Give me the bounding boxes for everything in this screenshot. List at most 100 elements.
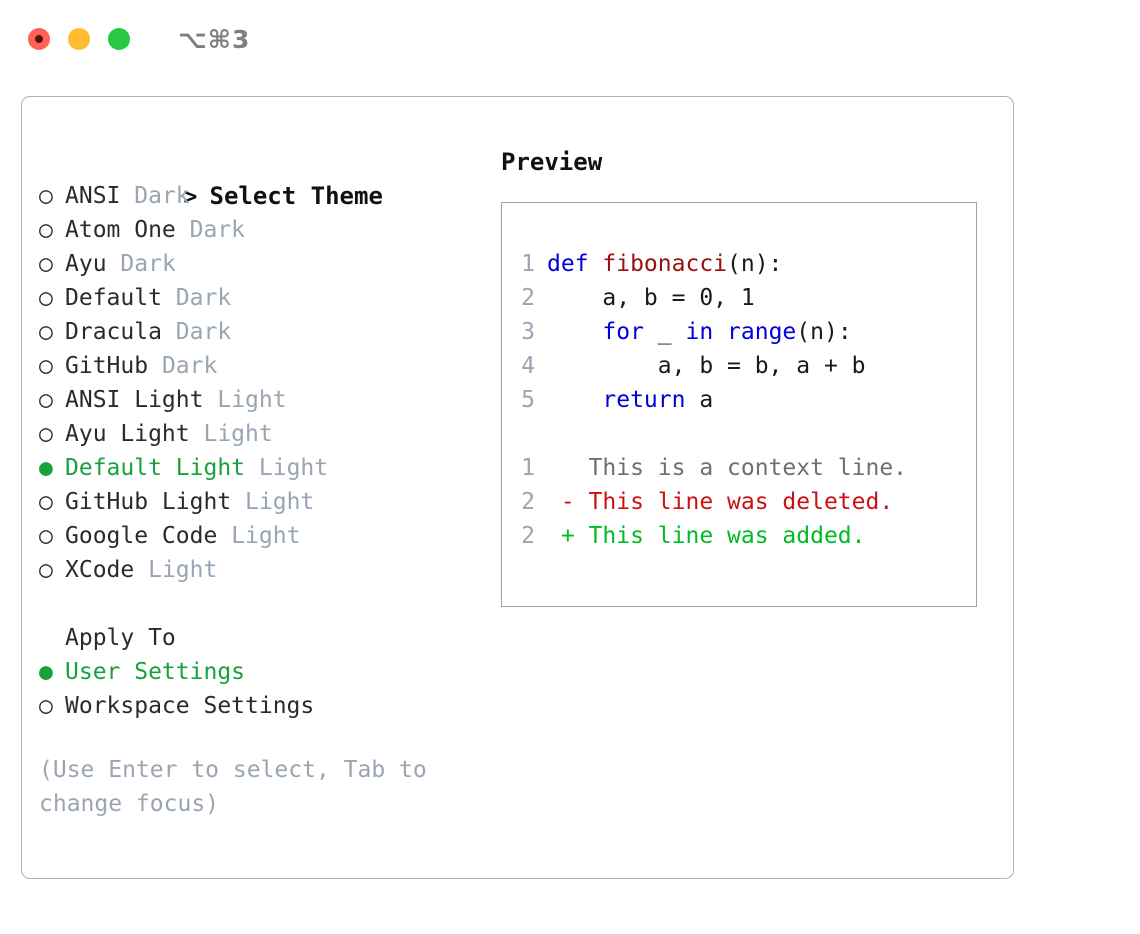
theme-option-label: ANSI [65,183,121,209]
preview-heading: Preview [501,148,603,176]
theme-option-dracula-dark[interactable]: ○ Dracula Dark [39,315,499,349]
code-token: return [602,387,686,413]
line-number: 2 [521,523,535,549]
theme-option-default-dark[interactable]: ○ Default Dark [39,281,499,315]
maximize-button[interactable] [108,28,130,50]
code-token: range [727,319,797,345]
apply-option-user-settings[interactable]: ● User Settings [39,655,499,689]
radio-unselected-icon: ○ [39,387,53,413]
apply-option-workspace-settings[interactable]: ○ Workspace Settings [39,689,499,723]
list-spacer [39,587,499,621]
theme-option-google-code-light[interactable]: ○ Google Code Light [39,519,499,553]
theme-variant-badge: Light [258,455,329,481]
radio-unselected-icon: ○ [39,217,53,243]
theme-option-ansi-light[interactable]: ○ ANSI Light Light [39,383,499,417]
theme-option-github-light[interactable]: ○ GitHub Light Light [39,485,499,519]
code-token [547,319,602,345]
radio-selected-icon: ● [39,659,53,685]
code-token: in [685,319,714,345]
theme-option-label: Google Code [65,523,218,549]
theme-variant-badge: Light [217,387,287,413]
code-token: a, b = 0, 1 [547,285,755,311]
diff-line-deleted: 2 - This line was deleted. [519,485,968,519]
theme-variant-badge: Light [203,421,273,447]
code-line: 3 for _ in range(n): [519,315,968,349]
apply-option-label: User Settings [65,659,246,685]
radio-unselected-icon: ○ [39,183,53,209]
close-button[interactable] [28,28,50,50]
theme-option-github-dark[interactable]: ○ GitHub Dark [39,349,499,383]
code-token: for [602,319,644,345]
theme-option-label: GitHub [65,353,149,379]
code-token: fibonacci [602,251,728,277]
theme-option-label: XCode [65,557,135,583]
line-number: 4 [521,353,535,379]
theme-list-column: >Select Theme ○ANSI Dark ○Atom One Dark … [39,145,499,821]
line-number: 3 [521,319,535,345]
theme-variant-badge: Dark [161,353,218,379]
diff-line-added: 2 + This line was added. [519,519,968,553]
code-blank-line [519,417,968,451]
radio-unselected-icon: ○ [39,285,53,311]
theme-variant-badge: Dark [175,319,232,345]
keyboard-hint-text: (Use Enter to select, Tab to change focu… [39,757,441,817]
theme-variant-badge: Light [231,523,301,549]
line-number: 2 [521,489,535,515]
diff-text: + This line was added. [547,523,866,549]
theme-variant-badge: Light [245,489,315,515]
theme-option-ayu-dark[interactable]: ○Ayu Dark [39,247,499,281]
radio-unselected-icon: ○ [39,353,53,379]
code-sample: 1 def fibonacci (n): 2 a, b = 0, 1 3 for _… [519,247,968,553]
theme-option-label: Default Light [65,455,246,481]
theme-option-label: Ayu Light [65,421,190,447]
line-number: 2 [521,285,535,311]
theme-option-label: ANSI Light [65,387,204,413]
radio-unselected-icon: ○ [39,693,53,719]
line-number: 5 [521,387,535,413]
diff-text: This is a context line. [547,455,908,481]
code-token: _ [643,319,686,345]
theme-option-ansi-dark[interactable]: ○ ANSI Dark [39,179,499,213]
theme-option-atom-one-dark[interactable]: ○ Atom One Dark [39,213,499,247]
code-token [547,387,602,413]
theme-variant-badge: Dark [189,217,246,243]
radio-unselected-icon: ○ [39,319,53,345]
code-token: def [547,251,603,277]
code-token: (n): [796,319,852,345]
theme-option-ayu-light[interactable]: ○ Ayu Light Light [39,417,499,451]
theme-option-xcode-light[interactable]: ○ XCode Light [39,553,499,587]
minimize-button[interactable] [68,28,90,50]
traffic-light-group [28,28,130,50]
theme-option-default-light[interactable]: ● Default Light Light [39,451,499,485]
diff-text: - This line was deleted. [547,489,894,515]
apply-to-heading: Apply To [65,625,176,651]
radio-unselected-icon: ○ [39,251,53,277]
theme-variant-badge: Dark [134,183,190,209]
keyboard-shortcut-label: ⌥⌘3 [178,24,251,54]
line-number: 1 [521,455,535,481]
theme-option-label: GitHub Light [65,489,232,515]
code-token: a [685,387,714,413]
theme-option-label: Ayu [65,251,107,277]
radio-unselected-icon: ○ [39,557,53,583]
theme-option-label: Atom One [65,217,176,243]
theme-option-label: Dracula [65,319,162,345]
theme-variant-badge: Light [148,557,218,583]
code-line: 2 a, b = 0, 1 [519,281,968,315]
window-titlebar: ⌥⌘3 [0,0,1140,78]
preview-box: 1 def fibonacci (n): 2 a, b = 0, 1 3 for _… [501,202,977,607]
code-line: 5 return a [519,383,968,417]
radio-unselected-icon: ○ [39,523,53,549]
radio-unselected-icon: ○ [39,489,53,515]
diff-line-context: 1 This is a context line. [519,451,968,485]
theme-selector-panel: >Select Theme ○ANSI Dark ○Atom One Dark … [21,96,1014,879]
radio-selected-icon: ● [39,455,53,481]
prompt-caret-icon: > [183,184,198,210]
theme-variant-badge: Dark [175,285,232,311]
radio-unselected-icon: ○ [39,421,53,447]
theme-option-label: Default [65,285,162,311]
preview-column: Preview 1 def fibonacci (n): 2 a, b = 0, 1… [501,145,1001,607]
code-line: 4 a, b = b, a + b [519,349,968,383]
apply-option-label: Workspace Settings [65,693,315,719]
